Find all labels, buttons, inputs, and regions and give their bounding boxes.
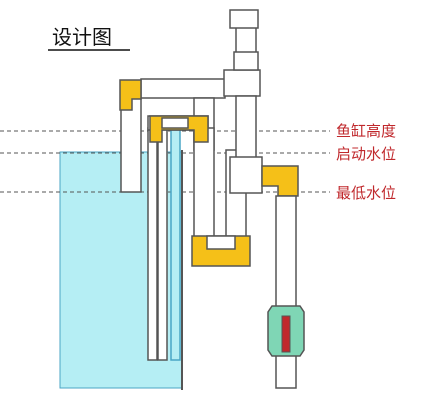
vent-cap	[229, 9, 259, 29]
start-level-label: 启动水位	[336, 145, 396, 163]
tank-height-label: 鱼缸高度	[336, 122, 396, 140]
min-level-label: 最低水位	[336, 184, 396, 202]
outlet-pipe	[275, 195, 297, 389]
bottom-u-inner	[206, 235, 236, 250]
inner-top-cap	[161, 117, 189, 129]
riser-pipe	[223, 25, 263, 194]
outer-left-elbow	[119, 79, 142, 111]
riser-coupling	[233, 51, 259, 71]
valve-handle-icon	[281, 315, 291, 353]
diagram-title: 设计图	[52, 25, 112, 49]
